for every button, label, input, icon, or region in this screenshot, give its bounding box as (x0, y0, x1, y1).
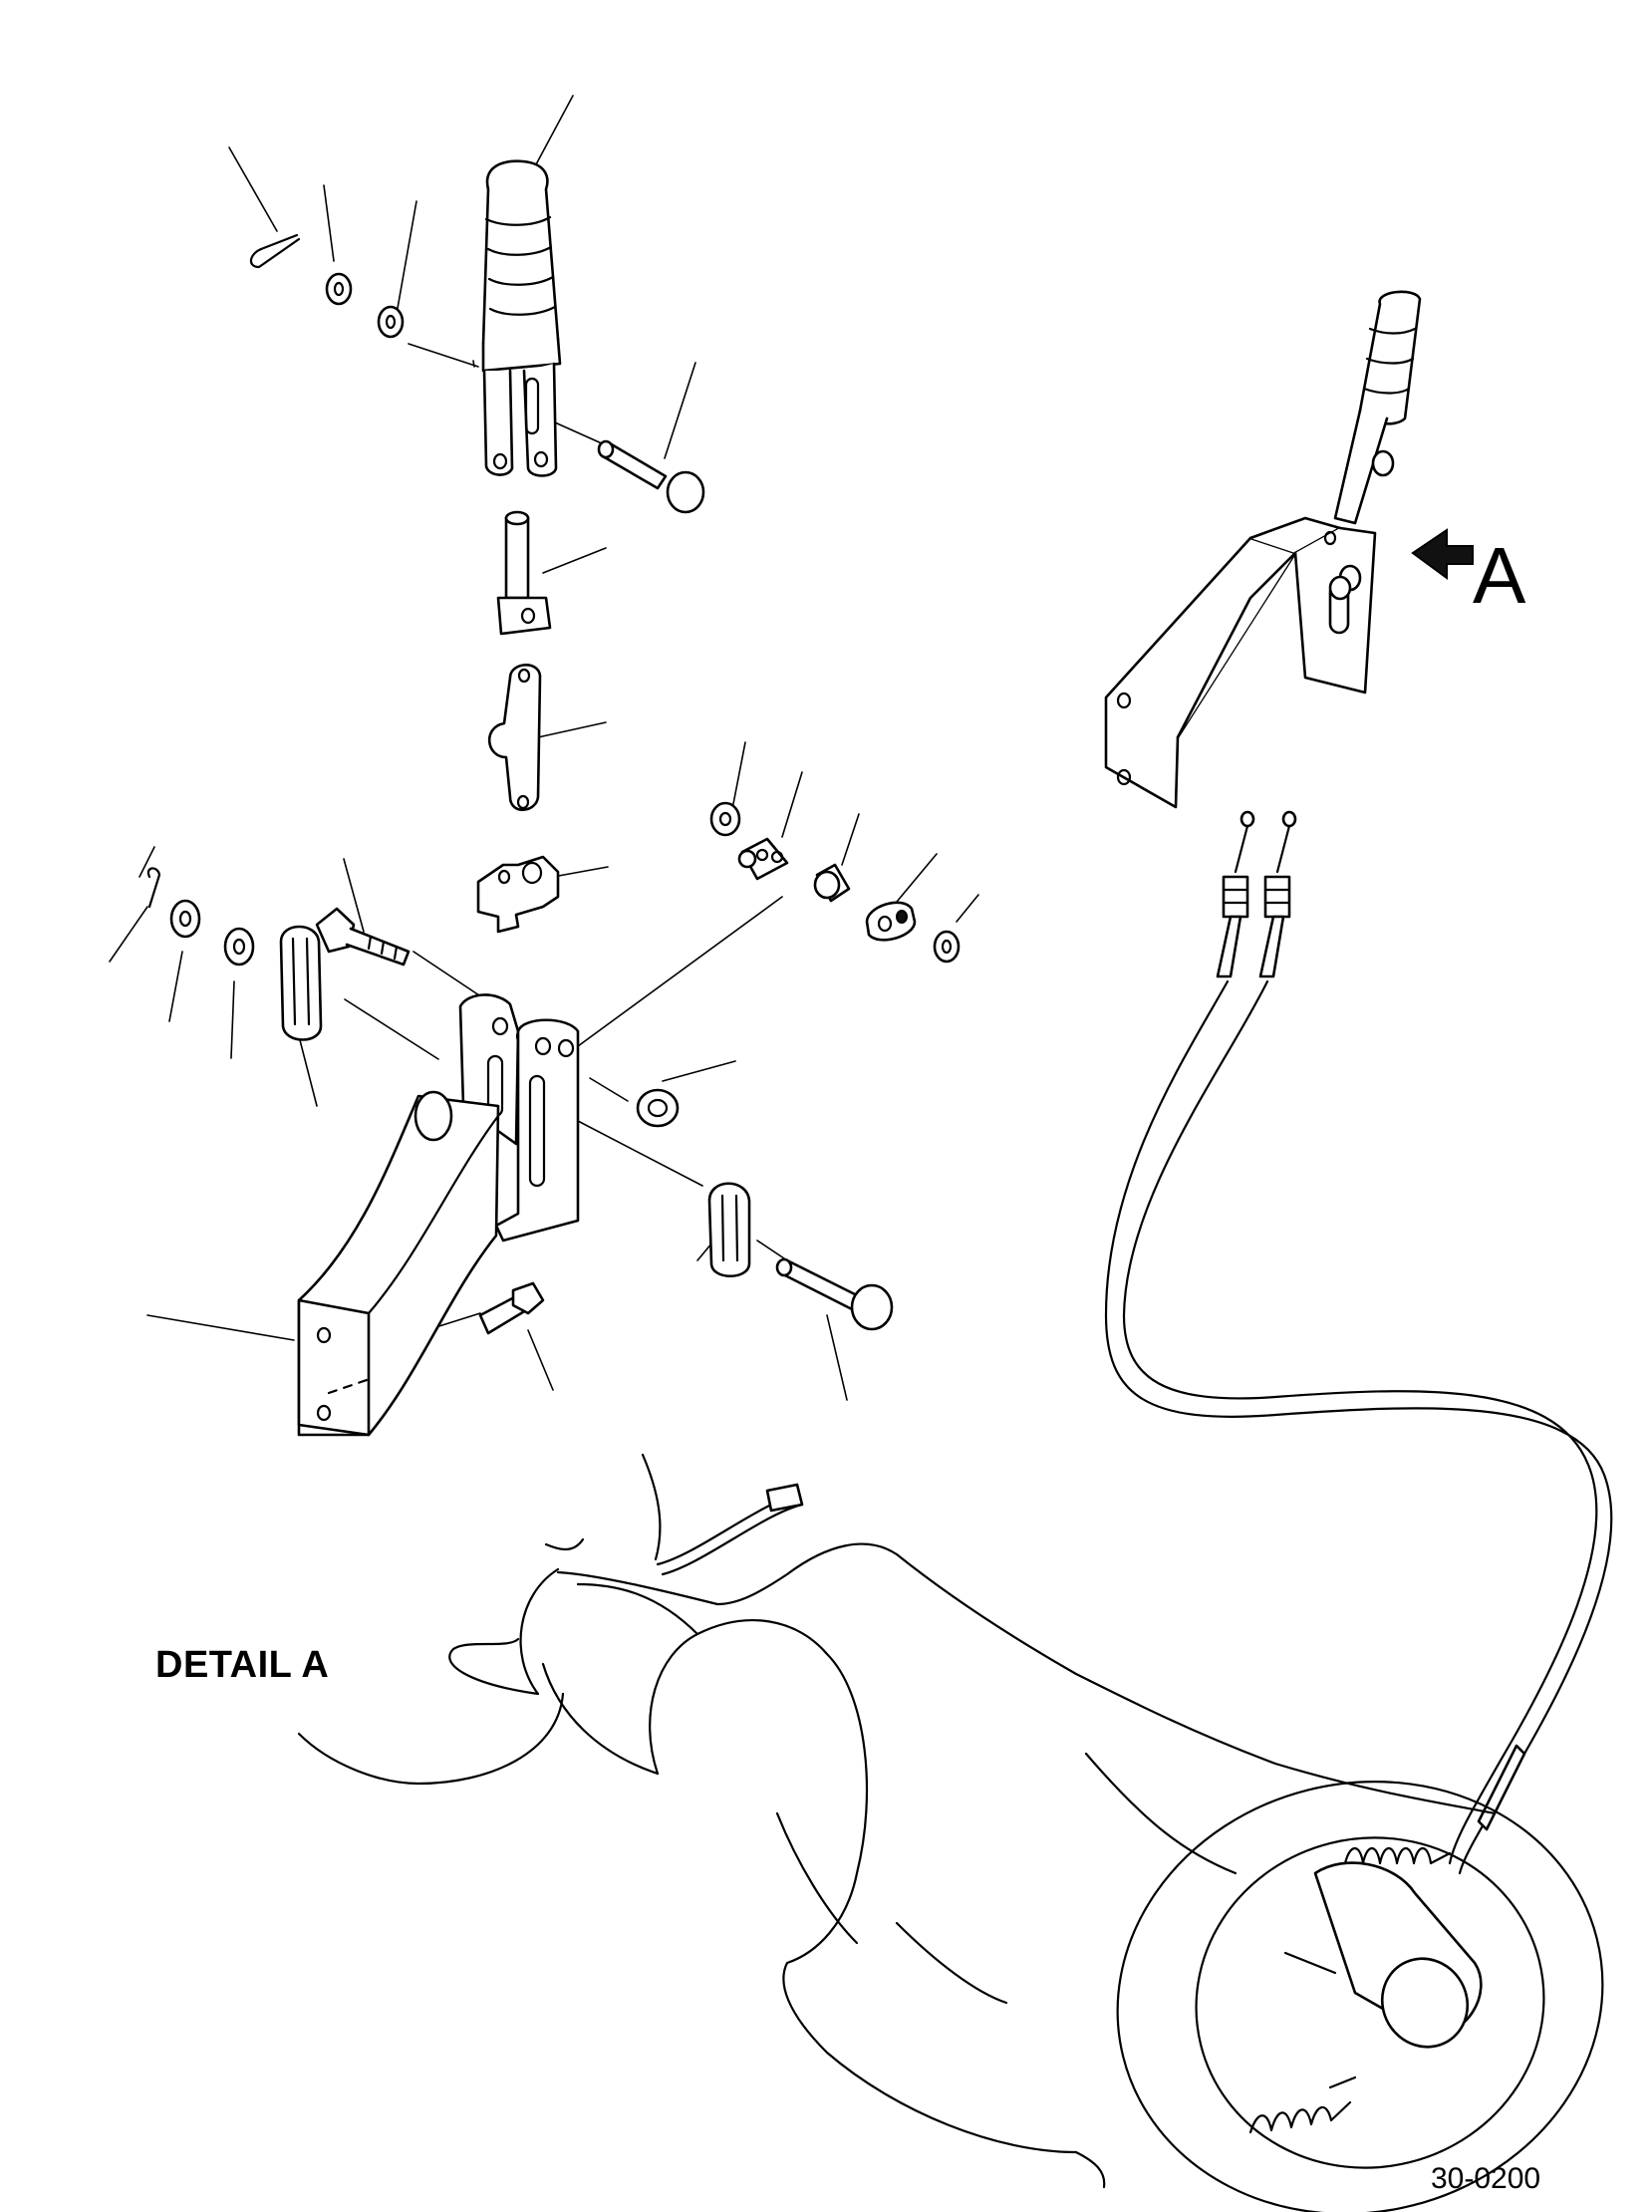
cotter-pin-left (146, 867, 161, 909)
hex-bolt-lower (478, 1281, 545, 1335)
view-arrow (1411, 528, 1474, 580)
spacer-sleeve (813, 863, 851, 903)
link-rod (496, 510, 552, 636)
clevis-pin-center (775, 1257, 894, 1331)
spring-clip-left (279, 925, 323, 1041)
handle-grip (481, 159, 562, 477)
hex-bolt-left (315, 907, 411, 967)
brake-cables (1104, 810, 1613, 1875)
assembled-lever (1104, 290, 1422, 809)
figure-code: 30-0200 (1431, 2162, 1541, 2195)
cotter-pin-top (249, 233, 301, 269)
leader-lines (109, 95, 979, 1401)
clevis-pin-top (597, 439, 705, 514)
lock-bracket (476, 855, 560, 934)
flange-nut (636, 1088, 680, 1128)
mounting-bracket (297, 993, 580, 1437)
washer-left-1 (169, 899, 201, 939)
washer-right-1 (709, 801, 741, 837)
detail-caption: DETAIL A (155, 1644, 330, 1686)
spring-clip-center (707, 1182, 751, 1277)
washer-top-1 (325, 272, 353, 306)
offset-link (865, 901, 917, 942)
washer-top-2 (377, 305, 405, 339)
latch-plate (487, 664, 542, 812)
eye-bolt (737, 837, 789, 881)
view-letter-label: A (1473, 531, 1526, 620)
axle-housing (297, 1453, 1604, 2212)
washer-left-2 (223, 927, 255, 967)
washer-right-2 (933, 930, 961, 964)
